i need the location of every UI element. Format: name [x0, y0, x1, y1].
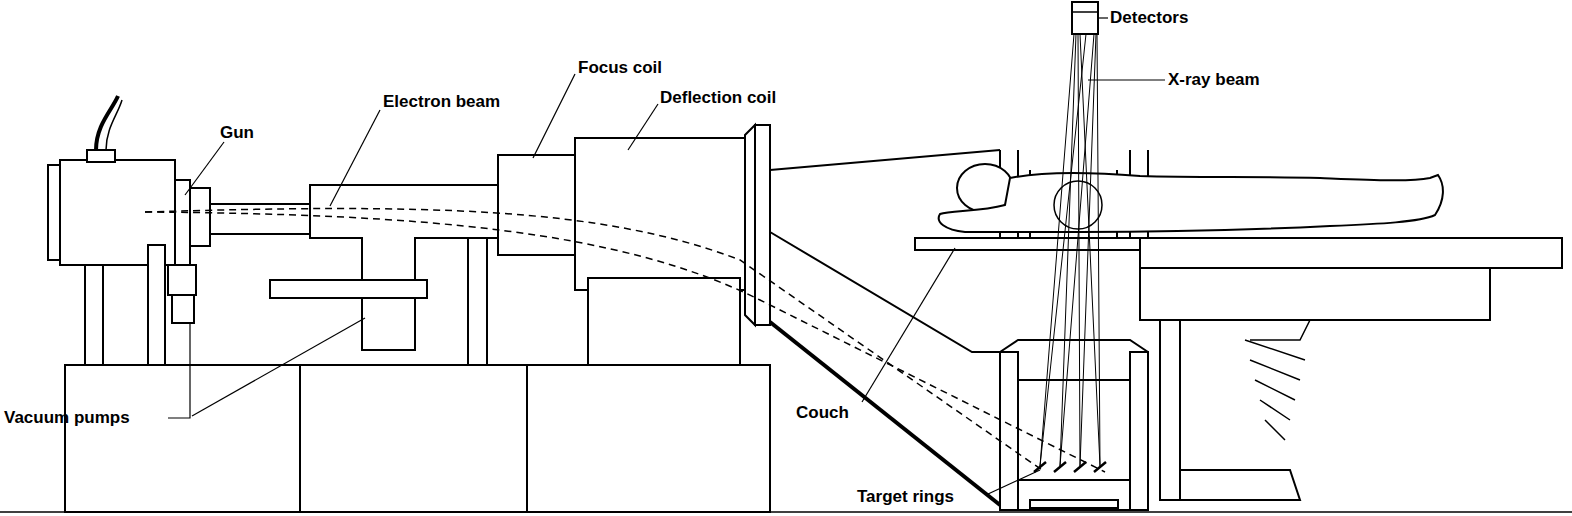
part-label: Vacuum pumps — [4, 408, 130, 428]
part-label: Deflection coil — [660, 88, 776, 108]
part-label: Focus coil — [578, 58, 662, 78]
part-label: Couch — [796, 403, 849, 423]
part-label: Detectors — [1110, 8, 1188, 28]
part-label: Target rings — [857, 487, 954, 507]
part-label: Gun — [220, 123, 254, 143]
part-label: X-ray beam — [1168, 70, 1260, 90]
part-label: Electron beam — [383, 92, 500, 112]
